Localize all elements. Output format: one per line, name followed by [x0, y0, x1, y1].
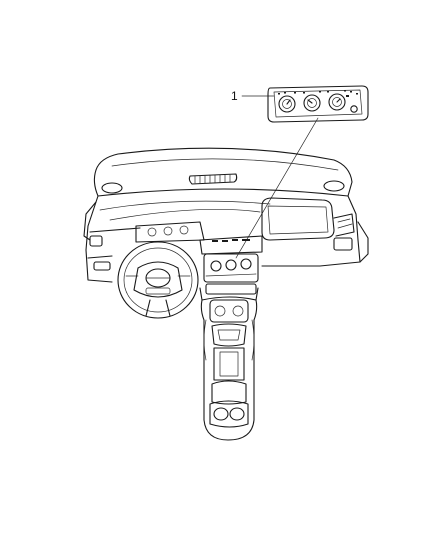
instrument-panel: [83, 147, 369, 295]
steering-wheel: [117, 241, 199, 319]
climate-control-panel-detail: [267, 85, 369, 123]
callout-number-1: 1: [231, 89, 238, 103]
center-console: [199, 287, 259, 441]
panel-location-leader: [235, 117, 319, 259]
